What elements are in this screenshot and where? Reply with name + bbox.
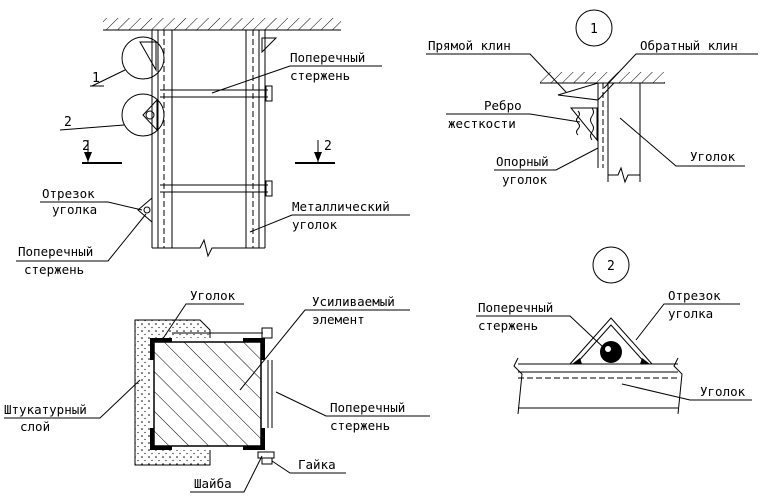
detail-2: 2 Поперечный стержень Отрезок уголка Уго…: [476, 246, 752, 415]
label-rebro-b: жесткости: [448, 116, 516, 131]
detail-1: 1 Прямой клин Обратный клин Ребро жестко…: [426, 9, 758, 187]
detail-2-number: 2: [607, 259, 615, 274]
label-shtukaturny-a: Штукатурный: [4, 402, 87, 417]
label-poperechny-sterzhen-2a: Поперечный: [18, 244, 93, 259]
label-usilivaemy-a: Усиливаемый: [312, 294, 395, 309]
label-otrezok-ugolka-1a: Отрезок: [42, 186, 95, 201]
label-otrezok-ugolka-2a: Отрезок: [668, 288, 721, 303]
detail-1-number: 1: [590, 22, 598, 37]
callout-number-1: 1: [92, 71, 100, 86]
label-poperechny-sterzhen-2b: стержень: [24, 262, 84, 277]
label-ugolok-detail1: Уголок: [690, 149, 736, 164]
ceiling-hatch: [103, 18, 341, 30]
callout-circle-2: [121, 93, 165, 137]
label-usilivaemy-b: элемент: [312, 312, 365, 327]
label-shtukaturny-b: слой: [20, 419, 50, 434]
label-shayba: Шайба: [194, 476, 232, 491]
label-poperechny-sterzhen-1a: Поперечный: [290, 50, 365, 65]
detail-2-marker: [592, 246, 630, 284]
label-rebro-a: Ребро: [484, 98, 522, 113]
label-poperechny-sterzhen-1b: стержень: [290, 68, 350, 83]
label-metallichesky-ugolok-a: Металлический: [292, 199, 390, 214]
label-otrezok-ugolka-1b: уголка: [52, 202, 97, 217]
label-ugolok-detail2: Уголок: [700, 384, 746, 399]
label-obratny-klin: Обратный клин: [640, 38, 738, 53]
section-view: Уголок Усиливаемый элемент Штукатурный с…: [4, 288, 430, 493]
label-poperechny-sterzhen-3a: Поперечный: [330, 400, 405, 415]
callout-number-2: 2: [64, 115, 72, 130]
elevation-view: 2 2 1 2 Поперечный стержень Отрезок угол…: [16, 18, 410, 277]
label-poperechny-sterzhen-3b: стержень: [330, 418, 390, 433]
label-metallichesky-ugolok-b: уголок: [292, 217, 338, 232]
label-pryamoy-klin: Прямой клин: [428, 38, 511, 53]
detail-1-marker: [575, 9, 613, 47]
label-oporny-b: уголок: [502, 172, 548, 187]
label-otrezok-ugolka-2b: уголка: [668, 306, 713, 321]
label-poperechny-sterzhen-4b: стержень: [478, 318, 538, 333]
section-marker-right: 2: [324, 139, 332, 154]
section-marker-left: 2: [82, 139, 90, 154]
label-ugolok-section: Уголок: [190, 288, 236, 303]
label-gayka: Гайка: [298, 457, 336, 472]
label-oporny-a: Опорный: [496, 154, 549, 169]
label-poperechny-sterzhen-4a: Поперечный: [478, 300, 553, 315]
callout-circle-1: [121, 36, 165, 80]
